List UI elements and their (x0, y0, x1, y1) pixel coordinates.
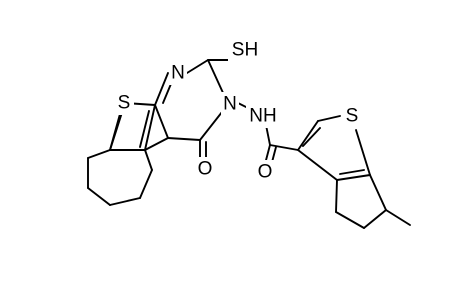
atom-label-sh: SH (232, 40, 258, 61)
atom-label-o-ring: O (198, 159, 213, 180)
bond (144, 149, 153, 171)
bond (369, 174, 387, 211)
bond-layer (87, 59, 411, 229)
atom-label-n-imide: N (223, 94, 237, 115)
bond (154, 72, 169, 106)
bond (199, 111, 223, 141)
bond (87, 149, 111, 159)
bond (139, 110, 150, 148)
bond (269, 144, 299, 151)
bond (355, 129, 371, 176)
bond (167, 137, 201, 141)
bond (87, 187, 111, 206)
bond (144, 104, 156, 151)
bond (302, 127, 321, 147)
bond (297, 149, 338, 181)
bond (335, 211, 365, 229)
bond (385, 209, 411, 226)
bond (265, 124, 271, 146)
bond (144, 137, 169, 151)
atom-label-layer: S N SH N O NH O S (116, 38, 361, 184)
atom-label-s-left: S (118, 93, 131, 114)
bond (335, 179, 338, 213)
atom-label-s-right: S (346, 106, 359, 127)
bond (336, 174, 371, 181)
bond (109, 197, 141, 206)
bond (154, 104, 169, 139)
bond (297, 120, 319, 151)
atom-label-nh: NH (249, 106, 276, 127)
bond (363, 209, 387, 229)
bond (317, 115, 341, 122)
bond (139, 169, 153, 199)
atom-label-o-amide: O (258, 162, 273, 183)
atom-label-n-ring: N (171, 63, 185, 84)
bond (186, 59, 209, 74)
bond (339, 169, 365, 175)
bond (207, 59, 225, 96)
